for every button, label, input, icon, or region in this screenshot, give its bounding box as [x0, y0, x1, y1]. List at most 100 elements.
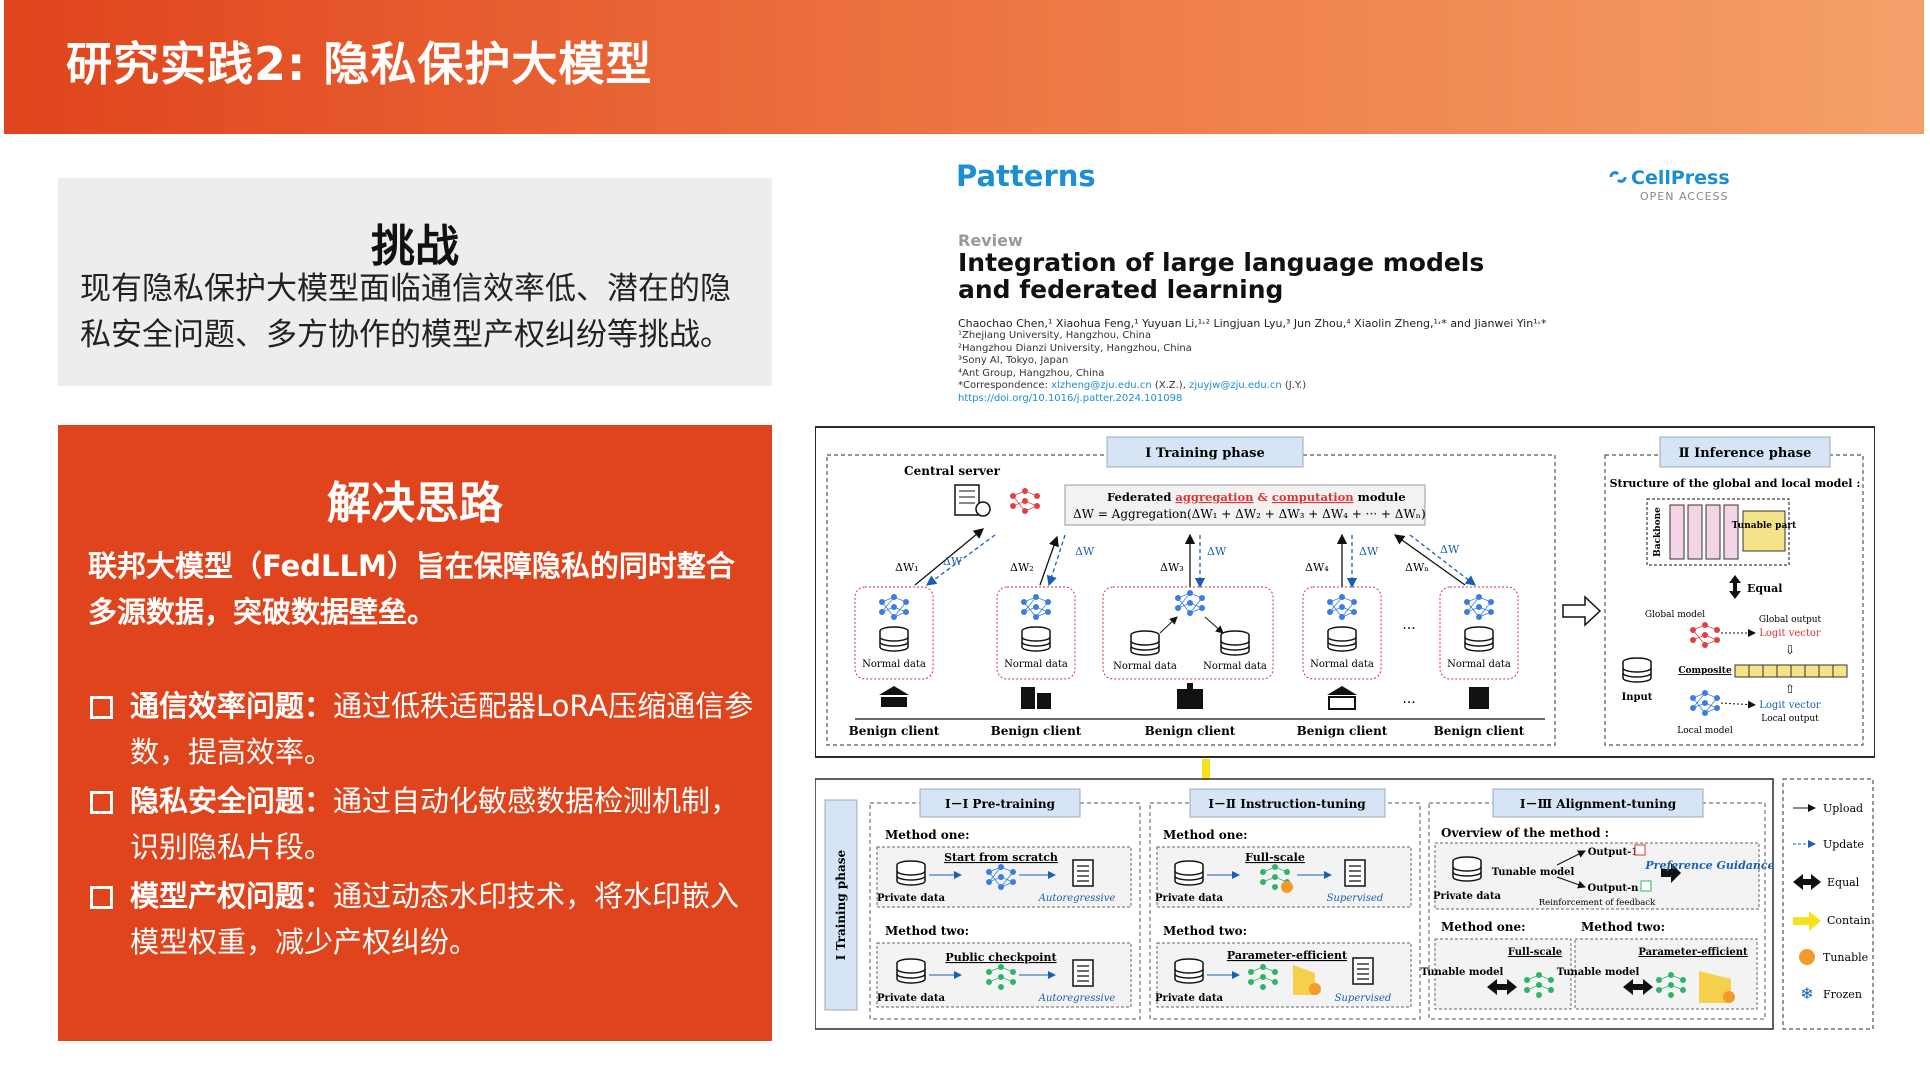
training-side-tab [824, 799, 858, 1011]
affiliation: ²Hangzhou Dianzi University, Hangzhou, C… [958, 342, 1192, 354]
legend-label: Tunable [1823, 951, 1868, 964]
paper-affiliations: ¹Zhejiang University, Hangzhou, China ²H… [958, 330, 1306, 405]
email-link[interactable]: xlzheng@zju.edu.cn [1051, 380, 1152, 391]
output-n-label: Output-n [1588, 883, 1640, 894]
tunable-model-label: Tunable model [1557, 967, 1640, 978]
page-title: 研究实践2: 隐私保护大模型 [66, 37, 653, 91]
open-access-label: OPEN ACCESS [1640, 190, 1729, 203]
affiliation: ¹Zhejiang University, Hangzhou, China [958, 330, 1151, 341]
structure-title: Structure of the global and local model … [1610, 477, 1861, 490]
global-output-label: Global output [1759, 615, 1822, 625]
input-database-icon [1622, 657, 1652, 683]
output-1-label: Output-1 [1588, 847, 1639, 858]
alignment-label: Ⅰ－Ⅲ Alignment-tuning [1520, 797, 1677, 811]
solution-panel: 解决思路 联邦大模型（FedLLM）旨在保障隐私的同时整合多源数据，突破数据壁垒… [58, 425, 772, 1041]
pretraining-label: Ⅰ－Ⅰ Pre-training [945, 797, 1056, 811]
phase-connector [1202, 759, 1210, 781]
private-data-label: Private data [877, 993, 945, 1004]
accept-icon [1640, 880, 1652, 892]
delta-w-label: ΔW₂ [1010, 561, 1034, 574]
preference-guidance-label: Preference Guidance [1644, 859, 1774, 872]
bullet-privacy: 隐私安全问题：通过自动化敏感数据检测机制，识别隐私片段。 [88, 778, 764, 870]
email-link[interactable]: zjuyjw@zju.edu.cn [1189, 380, 1282, 391]
aggregation-formula: ΔW = Aggregation(ΔW₁ + ΔW₂ + ΔW₃ + ΔW₄ +… [1073, 507, 1426, 521]
affiliation: ³Sony AI, Tokyo, Japan [958, 355, 1069, 366]
bullet-text: 通过动态水印技术，将水印嵌入模型权重，减少产权纠纷。 [130, 879, 740, 959]
inference-phase-label: Ⅱ Inference phase [1679, 446, 1812, 461]
svg-text:❄: ❄ [1800, 984, 1813, 1003]
tunable-model-label: Tunable model [1421, 967, 1504, 978]
adapter-shape [1699, 971, 1731, 1003]
correspondence: *Correspondence: xlzheng@zju.edu.cn (X.Z… [958, 380, 1306, 393]
instruction-label: Ⅰ－Ⅱ Instruction-tuning [1208, 797, 1366, 811]
instruction-tab [1189, 788, 1386, 818]
private-data-label: Private data [877, 893, 945, 904]
legend-label: Update [1823, 838, 1864, 851]
client-3: Normal data Normal data Benign client [1102, 586, 1274, 738]
person-icon [1469, 687, 1489, 709]
flame-icon [1723, 991, 1735, 1003]
composite-bar [1734, 664, 1848, 678]
public-checkpoint-label: Public checkpoint [945, 951, 1057, 964]
bullet-colon: ： [304, 784, 334, 818]
training-phase-tab [1106, 436, 1304, 468]
supervised-label: Supervised [1335, 993, 1392, 1004]
legend-label: Frozen [1823, 988, 1862, 1001]
paper-title: Integration of large language models and… [958, 249, 1598, 303]
local-output-label: Local output [1761, 714, 1819, 724]
method-one-label: Method one: [885, 828, 970, 842]
pretraining-tab [919, 788, 1081, 818]
bank-icon [879, 686, 909, 707]
normal-data-label: Normal data [1447, 659, 1511, 670]
document-icon [1344, 859, 1366, 887]
client-2: Normal data Benign client [991, 586, 1082, 738]
challenge-heading: 挑战 [371, 221, 459, 272]
reject-icon [1634, 844, 1646, 856]
upload-arrows [914, 528, 1466, 587]
document-icon [1072, 959, 1094, 987]
bullet-title: 模型产权问题 [130, 879, 305, 913]
tunable-part-box [1742, 510, 1786, 552]
delta-w-update-label: ΔW [1440, 543, 1460, 556]
bullet-communication: 通信效率问题：通过低秩适配器LoRA压缩通信参数，提高效率。 [88, 683, 764, 775]
equal-arrow-icon [1623, 979, 1653, 995]
normal-data-label: Normal data [1310, 659, 1374, 670]
private-data-label: Private data [1155, 993, 1223, 1004]
server-icon [954, 484, 991, 517]
delta-w-update-label: ΔW [943, 555, 963, 568]
document-icon [1072, 859, 1094, 887]
global-model-label: Global model [1645, 610, 1705, 620]
client-1: Normal data Benign client [849, 586, 940, 738]
legend-upload: Upload [1793, 802, 1863, 815]
normal-data-label: Normal data [862, 659, 926, 670]
parameter-efficient-label: Parameter-efficient [1638, 947, 1748, 958]
flame-icon [1281, 881, 1293, 893]
ellipsis: ··· [1402, 621, 1415, 637]
down-arrow-icon: ⇩ [1785, 643, 1795, 657]
doi-link[interactable]: https://doi.org/10.1016/j.patter.2024.10… [958, 392, 1183, 404]
equal-label: Equal [1747, 582, 1782, 595]
bullet-title: 隐私安全问题 [130, 784, 305, 818]
paper-header: Patterns CellPress OPEN ACCESS Review In… [956, 155, 1736, 415]
legend-box [1782, 778, 1874, 1030]
full-scale-label: Full-scale [1508, 947, 1562, 958]
bullet-text: 通过低秩适配器LoRA压缩通信参数，提高效率。 [130, 689, 754, 769]
benign-client-label: Benign client [991, 724, 1082, 738]
bullet-ownership: 模型产权问题：通过动态水印技术，将水印嵌入模型权重，减少产权纠纷。 [88, 873, 764, 965]
preference-arrow-icon [1661, 863, 1681, 883]
bullet-colon: ： [304, 879, 334, 913]
delta-w-label: ΔWₙ [1405, 561, 1429, 574]
checkbox-square-icon [90, 886, 113, 909]
top-frame [814, 426, 1876, 758]
challenge-text: 现有隐私保护大模型面临通信效率低、潜在的隐私安全问题、多方协作的模型产权纠纷等挑… [80, 271, 731, 353]
paper-authors: Chaochao Chen,¹ Xiaohua Feng,¹ Yuyuan Li… [958, 317, 1547, 330]
method-one-label: Method one: [1441, 920, 1526, 934]
solution-lead: 联邦大模型（FedLLM）旨在保障隐私的同时整合多源数据，突破数据壁垒。 [88, 549, 735, 629]
correspondence-prefix: *Correspondence: [958, 380, 1052, 391]
private-data-label: Private data [1433, 891, 1501, 902]
training-side-label: Ⅰ Training phase [834, 849, 848, 960]
delta-w-update-label: ΔW [1075, 545, 1095, 558]
benign-client-label: Benign client [849, 724, 940, 738]
delta-w-label: ΔW₃ [1160, 561, 1184, 574]
method-one-label: Method one: [1163, 828, 1248, 842]
